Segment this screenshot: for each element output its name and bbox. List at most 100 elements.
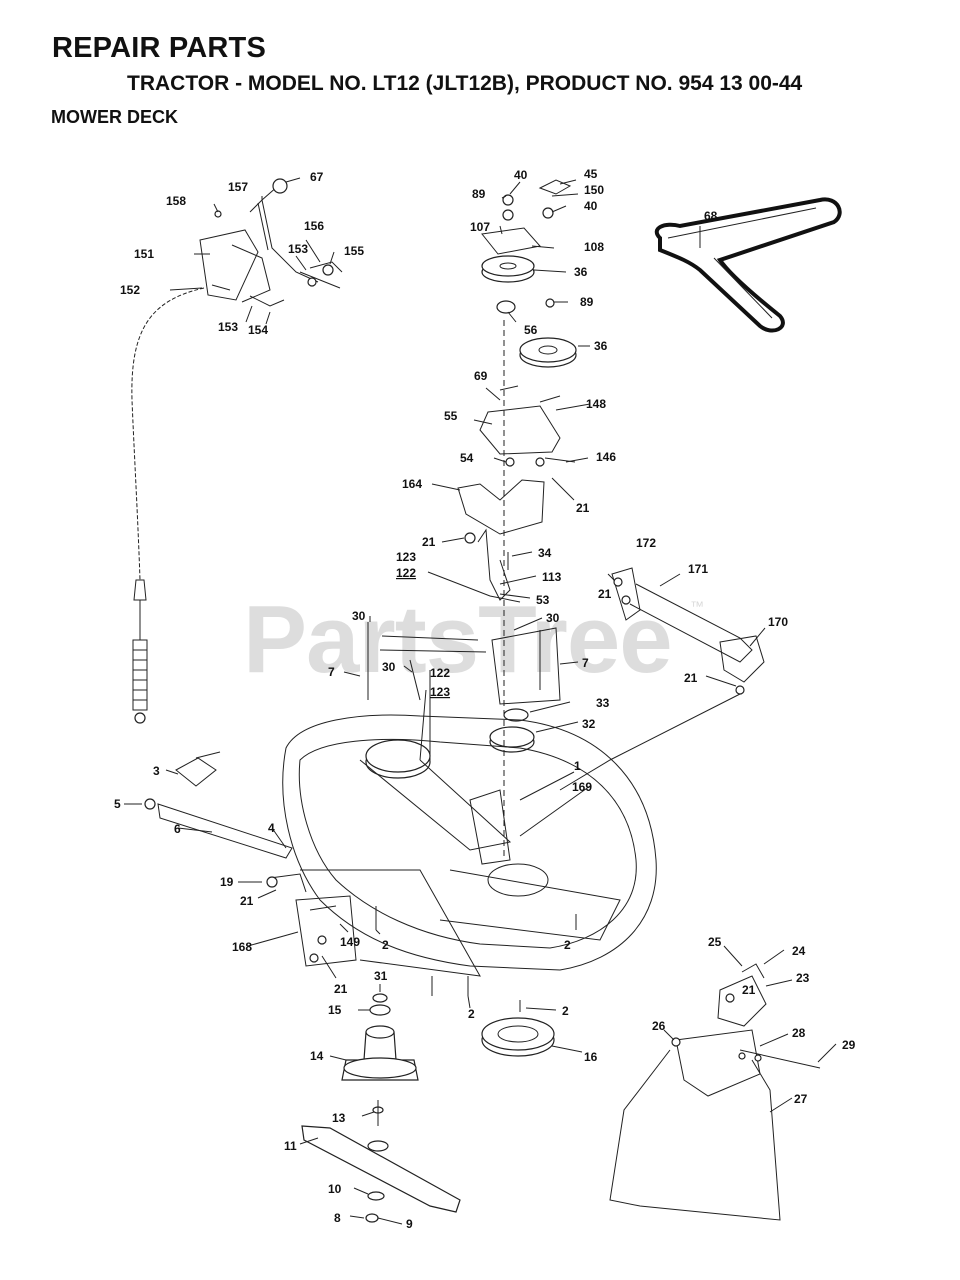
callout-21: 21: [334, 982, 348, 996]
deck-pulley: [489, 708, 535, 753]
leader-lines: [124, 177, 837, 1225]
callout-152: 152: [120, 283, 140, 297]
callout-153: 153: [288, 242, 308, 256]
idler-pulley-stack: [481, 179, 577, 368]
drive-belt: [654, 197, 842, 333]
callout-34: 34: [538, 546, 552, 560]
callout-69: 69: [474, 369, 488, 383]
callout-45: 45: [584, 167, 598, 181]
callout-122: 122: [430, 666, 450, 680]
callout-15: 15: [328, 1003, 342, 1017]
page-title: REPAIR PARTS: [52, 32, 267, 64]
callout-67: 67: [310, 170, 324, 184]
callout-172: 172: [636, 536, 656, 550]
callout-14: 14: [310, 1049, 324, 1063]
discharge-chute: [609, 963, 821, 1221]
callout-170: 170: [768, 615, 788, 629]
callout-31: 31: [374, 969, 388, 983]
callout-123: 123: [430, 685, 450, 699]
callout-26: 26: [652, 1019, 666, 1033]
callout-21: 21: [422, 535, 436, 549]
lift-link-assembly: [559, 567, 765, 791]
callout-7: 7: [328, 665, 335, 679]
callout-149: 149: [340, 935, 360, 949]
callout-169: 169: [572, 780, 592, 794]
callout-21: 21: [240, 894, 254, 908]
deck-lift-links: [144, 751, 577, 1012]
callout-158: 158: [166, 194, 186, 208]
callout-150: 150: [584, 183, 604, 197]
lift-rods: [367, 622, 561, 705]
callout-labels: 67 157 158 156 153 155 151 152 153 154 4…: [114, 167, 856, 1231]
lift-handle-assembly: [199, 178, 343, 307]
model-subtitle: TRACTOR - MODEL NO. LT12 (JLT12B), PRODU…: [127, 72, 803, 95]
callout-122: 122: [396, 566, 416, 580]
callout-30: 30: [352, 609, 366, 623]
callout-148: 148: [586, 397, 606, 411]
idler-arm-bracket: [427, 385, 576, 603]
blade-spindle-assembly: [301, 993, 461, 1223]
callout-33: 33: [596, 696, 610, 710]
callout-89: 89: [472, 187, 486, 201]
callout-68: 68: [704, 209, 718, 223]
callout-5: 5: [114, 797, 121, 811]
callout-151: 151: [134, 247, 154, 261]
callout-36: 36: [574, 265, 588, 279]
blade-pulley: [481, 1017, 555, 1057]
callout-107: 107: [470, 220, 490, 234]
callout-3: 3: [153, 764, 160, 778]
callout-55: 55: [444, 409, 458, 423]
callout-123: 123: [396, 550, 416, 564]
callout-2: 2: [564, 938, 571, 952]
callout-30: 30: [382, 660, 396, 674]
callout-24: 24: [792, 944, 806, 958]
callout-21: 21: [742, 983, 756, 997]
callout-89: 89: [580, 295, 594, 309]
callout-153: 153: [218, 320, 238, 334]
callout-157: 157: [228, 180, 248, 194]
callout-155: 155: [344, 244, 364, 258]
callout-19: 19: [220, 875, 234, 889]
callout-13: 13: [332, 1111, 346, 1125]
callout-32: 32: [582, 717, 596, 731]
callout-8: 8: [334, 1211, 341, 1225]
callout-21: 21: [576, 501, 590, 515]
callout-113: 113: [542, 570, 562, 584]
callout-10: 10: [328, 1182, 342, 1196]
callout-40: 40: [584, 199, 598, 213]
callout-9: 9: [406, 1217, 413, 1231]
callout-53: 53: [536, 593, 550, 607]
callout-1: 1: [574, 759, 581, 773]
callout-25: 25: [708, 935, 722, 949]
callout-16: 16: [584, 1050, 598, 1064]
callout-4: 4: [268, 821, 275, 835]
callout-11: 11: [284, 1139, 297, 1153]
lift-cable: [131, 287, 205, 724]
callout-146: 146: [596, 450, 616, 464]
callout-168: 168: [232, 940, 252, 954]
callout-28: 28: [792, 1026, 806, 1040]
callout-164: 164: [402, 477, 422, 491]
callout-21: 21: [684, 671, 698, 685]
callout-40: 40: [514, 168, 528, 182]
callout-7: 7: [582, 656, 589, 670]
callout-2: 2: [382, 938, 389, 952]
callout-2: 2: [562, 1004, 569, 1018]
callout-108: 108: [584, 240, 604, 254]
callout-2: 2: [468, 1007, 475, 1021]
watermark-trademark: ™: [690, 598, 704, 614]
callout-30: 30: [546, 611, 560, 625]
callout-154: 154: [248, 323, 268, 337]
callout-21: 21: [598, 587, 612, 601]
callout-36: 36: [594, 339, 608, 353]
callout-56: 56: [524, 323, 538, 337]
callout-171: 171: [688, 562, 708, 576]
callout-27: 27: [794, 1092, 808, 1106]
section-title: MOWER DECK: [51, 107, 178, 127]
callout-54: 54: [460, 451, 474, 465]
callout-29: 29: [842, 1038, 856, 1052]
callout-6: 6: [174, 822, 181, 836]
mower-deck: [282, 714, 657, 977]
callout-23: 23: [796, 971, 810, 985]
